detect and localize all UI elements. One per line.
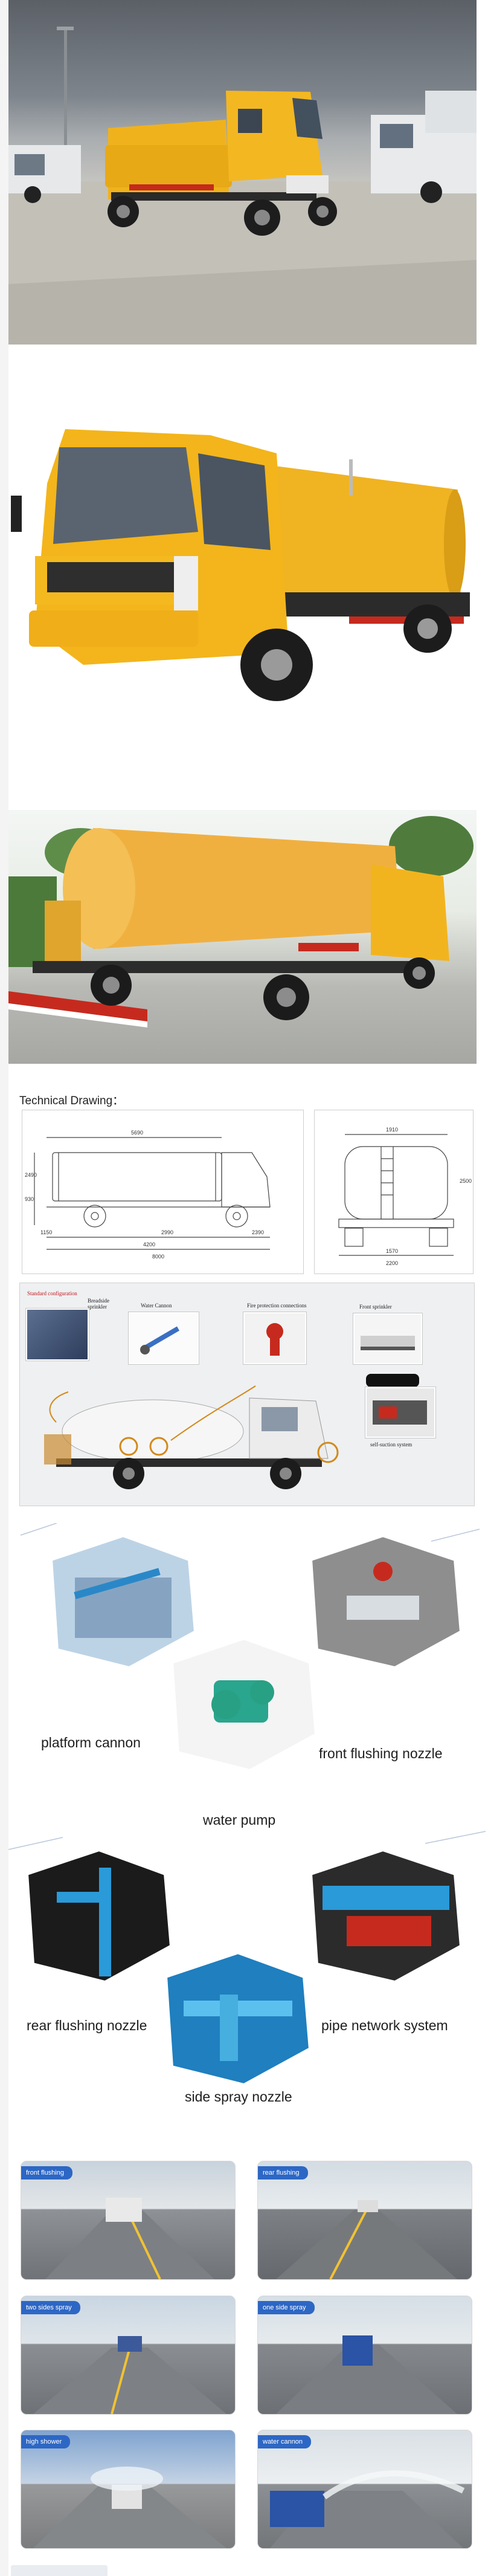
side-dim-0: 5690	[131, 1130, 143, 1136]
truck-photo-2-illustration	[11, 429, 470, 701]
fire-protection-label: Fire protection connections	[247, 1303, 307, 1309]
water-pump-label: water pump	[203, 1812, 276, 1828]
platform-cannon-label: platform cannon	[41, 1735, 141, 1750]
road-6-svg	[270, 2470, 465, 2548]
truck-photo-3-illustration	[8, 816, 474, 1027]
self-suction-svg	[373, 1400, 427, 1425]
road-1-svg	[45, 2198, 214, 2279]
fire-connection-thumb	[243, 1312, 306, 1364]
standard-configuration-label: Standard configuration	[27, 1290, 77, 1296]
road-tag-front-flushing: front flushing	[21, 2166, 72, 2180]
fire-connection-svg	[266, 1323, 283, 1356]
road-tag-one-side-spray: one side spray	[258, 2301, 315, 2314]
truck-photo-1-illustration	[8, 27, 477, 345]
road-photo-one-side-spray: one side spray	[257, 2296, 472, 2415]
side-elevation-svg: 5690 2990 4200 8000 1150 2390 2490 930	[25, 1130, 271, 1260]
configuration-truck-svg	[44, 1385, 339, 1489]
side-elevation-drawing: 5690 2990 4200 8000 1150 2390 2490 930	[22, 1110, 304, 1274]
road-photo-high-shower: high shower	[21, 2430, 236, 2549]
side-dim-6: 2490	[25, 1172, 37, 1178]
road-tag-water-cannon: water cannon	[258, 2435, 312, 2448]
water-cannon-svg	[140, 1326, 180, 1354]
component-hex-gallery	[8, 1523, 486, 2088]
road-2-svg	[276, 2200, 457, 2279]
side-dim-7: 930	[25, 1196, 34, 1202]
suction-redaction-bar	[366, 1374, 419, 1387]
water-cannon-thumb	[129, 1312, 199, 1364]
road-photo-two-sides-spray: two sides spray	[21, 2296, 236, 2415]
front-sprinkler-svg	[361, 1336, 415, 1350]
pipe-network-system-label: pipe network system	[321, 2018, 448, 2033]
side-spray-nozzle-label: side spray nozzle	[185, 2089, 292, 2105]
side-dim-2: 4200	[143, 1241, 155, 1248]
road-photo-front-flushing: front flushing	[21, 2161, 236, 2280]
road-tag-two-sides-spray: two sides spray	[21, 2301, 80, 2314]
rear-dim-3: 2200	[386, 1260, 398, 1266]
road-photo-water-cannon: water cannon	[257, 2430, 472, 2549]
rear-dim-1: 2500	[460, 1178, 472, 1184]
rear-flushing-nozzle-label: rear flushing nozzle	[27, 2018, 147, 2033]
side-dim-4: 1150	[40, 1229, 52, 1235]
side-dim-1: 2990	[161, 1229, 173, 1235]
road-5-svg	[33, 2467, 226, 2548]
road-4-svg	[276, 2335, 457, 2414]
truck-photo-front-view	[11, 411, 476, 762]
rear-elevation-drawing: 1910 2500 1570 2200	[314, 1110, 474, 1274]
standard-configuration-panel: Standard configuration Breadside sprinkl…	[19, 1283, 475, 1506]
rear-dim-2: 1570	[386, 1248, 398, 1254]
front-sprinkler-label: Front sprinkler	[359, 1304, 392, 1310]
road-tag-rear-flushing: rear flushing	[258, 2166, 308, 2180]
truck-photo-side-view	[8, 0, 477, 345]
water-cannon-label: Water Cannon	[141, 1303, 172, 1309]
self-suction-thumb	[365, 1387, 435, 1438]
front-flushing-nozzle-label: front flushing nozzle	[319, 1746, 443, 1761]
rear-elevation-svg: 1910 2500 1570 2200	[338, 1127, 472, 1266]
breadside-sprinkler-label: Breadside sprinkler	[88, 1298, 109, 1310]
rear-dim-0: 1910	[386, 1127, 398, 1133]
side-dim-3: 8000	[152, 1254, 164, 1260]
front-sprinkler-thumb	[353, 1313, 422, 1364]
self-suction-label: self-suction system	[370, 1442, 413, 1448]
side-dim-5: 2390	[252, 1229, 264, 1235]
technical-drawing-heading: Technical Drawing：	[19, 1095, 124, 1107]
breadside-sprinkler-thumb	[26, 1309, 89, 1361]
road-tag-high-shower: high shower	[21, 2435, 71, 2448]
truck-photo-rear-view	[8, 810, 477, 1064]
footer-tab	[11, 2565, 108, 2576]
road-3-svg	[33, 2336, 226, 2414]
road-photo-rear-flushing: rear flushing	[257, 2161, 472, 2280]
